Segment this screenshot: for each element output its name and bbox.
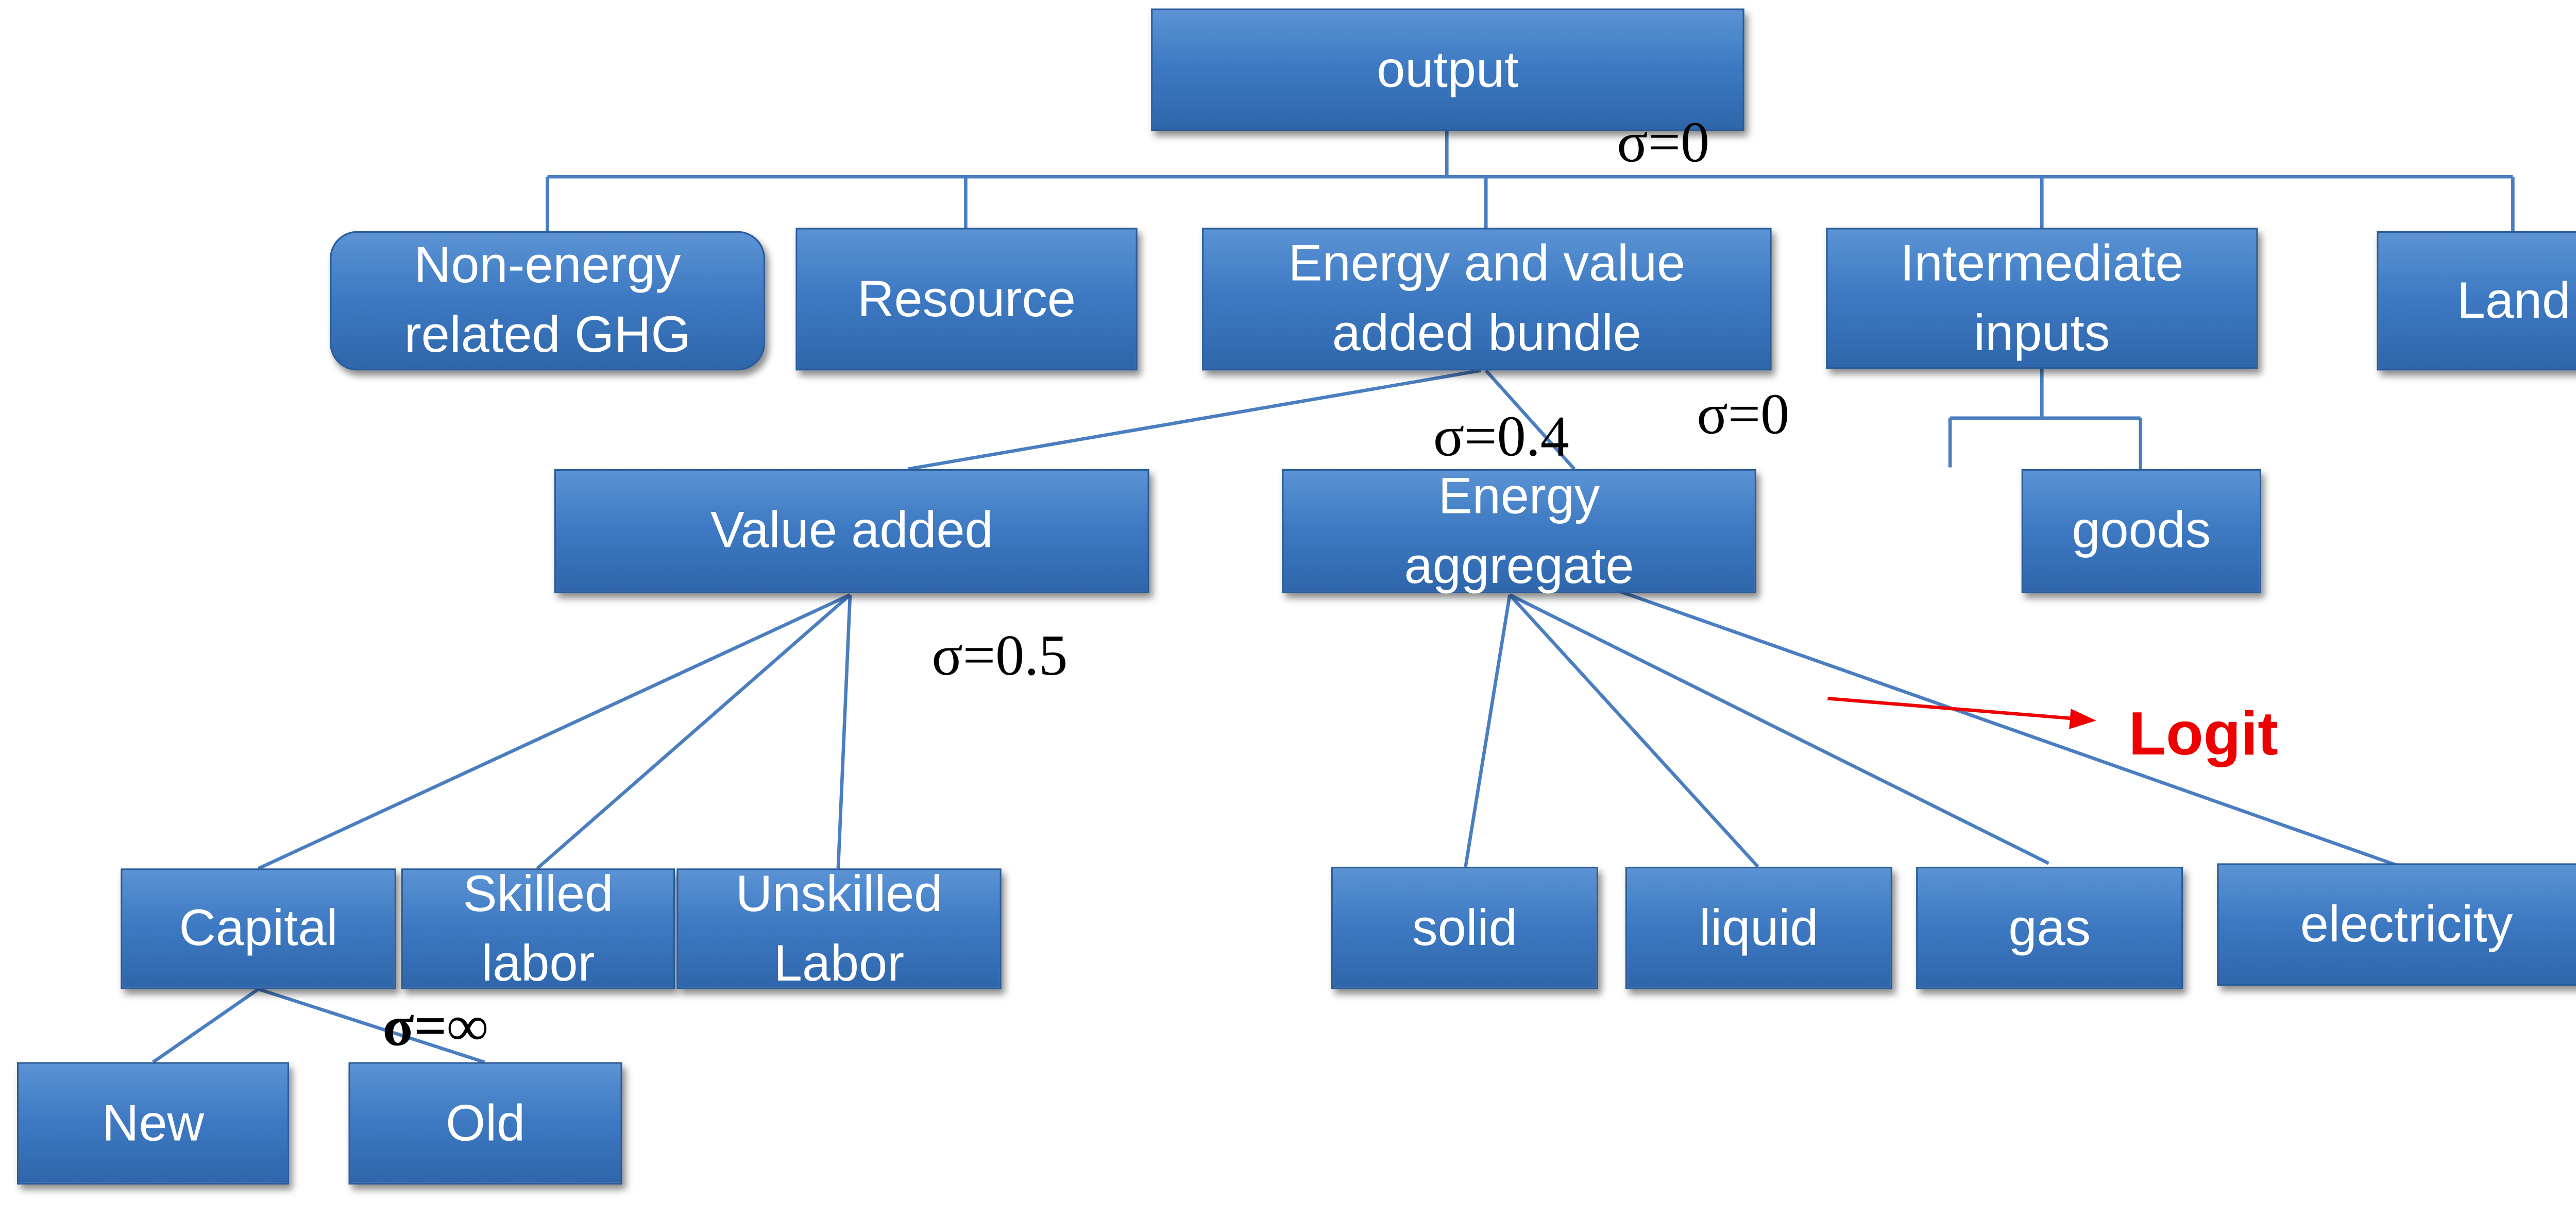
node-energy-value-added-bundle: Energy and value added bundle	[1202, 228, 1772, 371]
node-intermediate-inputs: Intermediate inputs	[1826, 228, 2258, 369]
connector-to-skilled-labor	[536, 593, 852, 870]
node-capital: Capital	[121, 868, 396, 989]
connector-to-new	[152, 987, 260, 1064]
node-solid: solid	[1331, 867, 1598, 989]
node-electricity: electricity	[2217, 863, 2576, 986]
connector-to-electricity	[1580, 576, 2412, 872]
node-new: New	[17, 1062, 289, 1185]
node-skilled-labor: Skilled labor	[401, 866, 675, 992]
connector-to-unskilled-labor	[836, 594, 852, 869]
node-energy-aggregate: Energy aggregate	[1282, 468, 1756, 594]
node-non-energy-ghg: Non-energy related GHG	[330, 231, 765, 371]
logit-label: Logit	[2128, 698, 2278, 768]
node-unskilled-labor: Unskilled Labor	[676, 866, 1002, 992]
connector-to-capital	[258, 593, 851, 870]
logit-arrow	[1827, 697, 2096, 729]
node-goods: goods	[2021, 469, 2261, 593]
connector-to-gas	[1509, 593, 2049, 865]
node-liquid: liquid	[1625, 867, 1892, 989]
sigma-intermediate: σ=0	[1697, 384, 1790, 447]
sigma-value-added: σ=0.5	[931, 625, 1068, 689]
node-old: Old	[348, 1062, 622, 1185]
sigma-capital-vintage: σ=∞	[382, 995, 488, 1059]
connector-to-solid	[1464, 594, 1512, 867]
sigma-output: σ=0	[1617, 112, 1710, 175]
node-gas: gas	[1916, 867, 2183, 989]
connector-to-old	[258, 987, 485, 1064]
node-value-added: Value added	[554, 469, 1149, 593]
connector-to-energy-aggregate	[1484, 369, 1576, 471]
node-resource: Resource	[795, 228, 1138, 371]
node-output: output	[1151, 8, 1744, 131]
connector-to-liquid	[1508, 593, 1759, 868]
node-land: Land	[2377, 231, 2576, 371]
connector-to-value-added	[907, 369, 1481, 471]
sigma-energy-value-added: σ=0.4	[1433, 406, 1569, 469]
